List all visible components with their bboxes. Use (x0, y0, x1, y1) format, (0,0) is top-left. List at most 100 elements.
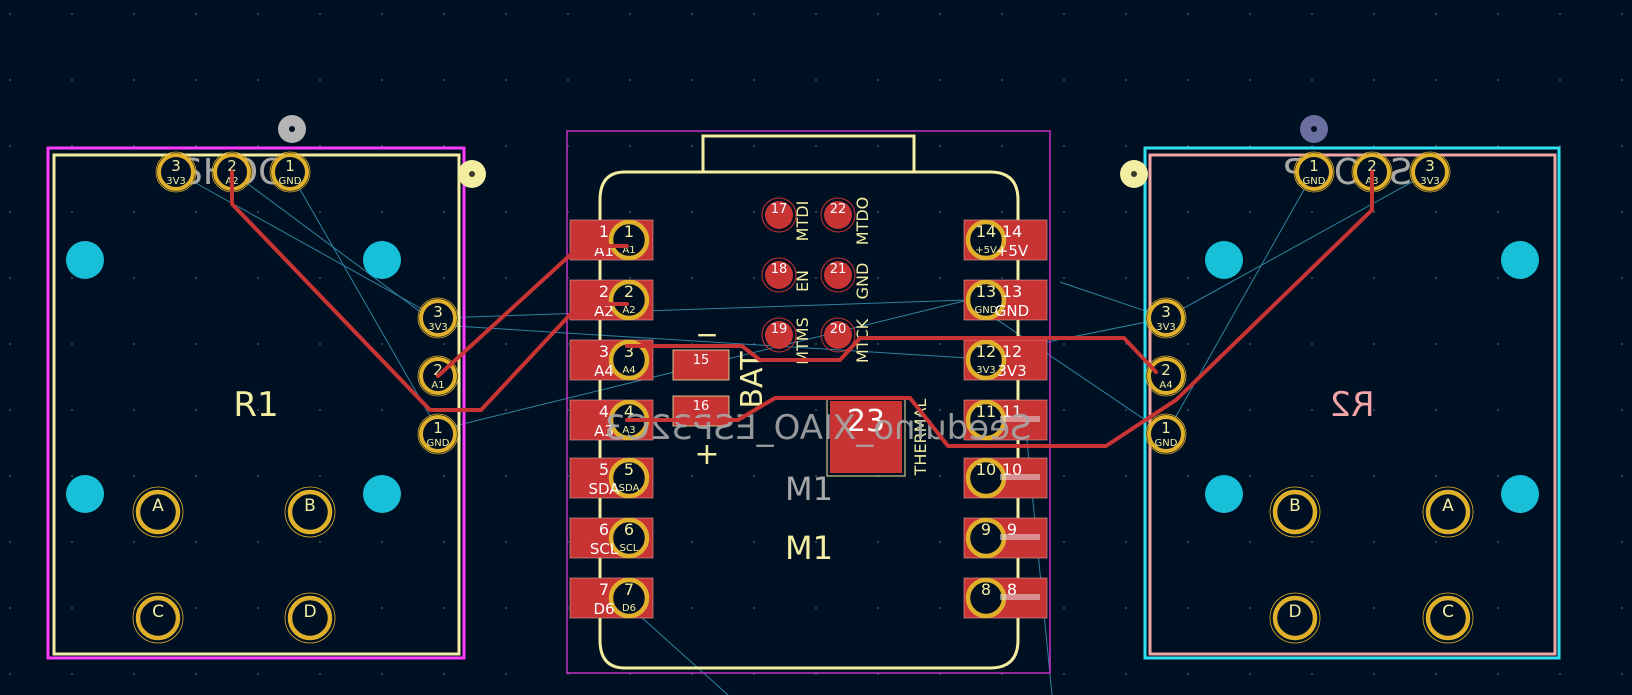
switch-pad-outline (132, 592, 184, 644)
m1-pin-net-label: +5V (975, 245, 997, 256)
pin-number: 2 (1161, 361, 1171, 379)
grid-dot (939, 211, 941, 213)
m1-jtag-left-label: MTMS (793, 317, 812, 365)
m1-pin-number: 5 (624, 460, 634, 479)
r1-reference-label: R1 (233, 385, 278, 425)
r1-switch-pad-b[interactable]: B (284, 486, 336, 538)
m1-pin-9[interactable]: 99 (963, 517, 1048, 559)
grid-dot (319, 475, 321, 477)
grid-dot (1311, 409, 1313, 411)
grid-dot (815, 475, 817, 477)
grid-dot (1621, 211, 1623, 213)
grid-dot (939, 541, 941, 543)
grid-dot (133, 343, 135, 345)
m1-thermal-pad[interactable] (830, 401, 902, 473)
grid-dot (877, 145, 879, 147)
r1-silkscreen-outline (52, 153, 461, 656)
m1-pad-number: 6 (599, 520, 609, 539)
grid-dot (9, 607, 11, 609)
grid-dot (195, 277, 197, 279)
grid-dot (1187, 409, 1189, 411)
grid-dot (443, 343, 445, 345)
m1-jtag-pad-22[interactable]: 22 (820, 197, 856, 233)
grid-dot (9, 541, 11, 543)
switch-pad-letter: A (152, 496, 164, 516)
r2-switch-pad-d[interactable]: D (1269, 592, 1321, 644)
switch-pad-outline (284, 486, 336, 538)
grid-dot (9, 145, 11, 147)
grid-dot (1063, 211, 1065, 213)
jtag-pad-fill (824, 261, 852, 289)
pin-ring (1147, 357, 1185, 395)
grid-dot (877, 211, 879, 213)
pin-outer-outline (1409, 151, 1451, 193)
m1-bat-pad-15[interactable] (672, 349, 730, 381)
m1-jtag-pad-21[interactable]: 21 (820, 257, 856, 293)
switch-pad-letter: A (1442, 496, 1454, 516)
grid-dot (257, 475, 259, 477)
pin-number: 2 (433, 361, 443, 379)
m1-pin-net-label: SDA (619, 483, 640, 494)
r2-side-pin-2[interactable]: 2A4 (1145, 355, 1187, 397)
pin-number: 3 (1425, 157, 1435, 175)
m1-jtag-pad-18[interactable]: 18 (761, 257, 797, 293)
r1-switch-pad-d[interactable]: D (284, 592, 336, 644)
grid-dot (1373, 277, 1375, 279)
switch-pad-ring (1272, 595, 1318, 641)
grid-dot (1187, 607, 1189, 609)
m1-jtag-pad-19[interactable]: 19 (761, 317, 797, 353)
m1-pad-tiny-text (1000, 474, 1040, 480)
r2-switch-pad-c[interactable]: C (1422, 592, 1474, 644)
grid-dot (753, 607, 755, 609)
grid-dot (257, 13, 259, 15)
switch-pad-ring (287, 595, 333, 641)
grid-dot (1621, 673, 1623, 675)
m1-pin-number: 6 (624, 520, 634, 539)
r2-switch-pad-b[interactable]: B (1269, 486, 1321, 538)
m1-pin-net-label: SCL (620, 543, 639, 554)
m1-jtag-pad-20[interactable]: 20 (820, 317, 856, 353)
grid-dot (319, 13, 321, 15)
grid-dot (1621, 475, 1623, 477)
jtag-pad-fill (765, 321, 793, 349)
jtag-pad-number: 17 (771, 202, 788, 217)
m1-pin-number: 2 (624, 282, 634, 301)
grid-dot (1311, 211, 1313, 213)
r2-switch-pad-a[interactable]: A (1422, 486, 1474, 538)
jtag-pad-fill (765, 261, 793, 289)
pin-net-label: GND (279, 176, 302, 187)
m1-pad-net-label: GND (995, 302, 1029, 320)
m1-pin-8[interactable]: 88 (963, 577, 1048, 619)
m1-jtag-pad-17[interactable]: 17 (761, 197, 797, 233)
m1-pin-number: 14 (976, 222, 996, 241)
grid-dot (9, 79, 11, 81)
r1-switch-pad-c[interactable]: C (132, 592, 184, 644)
r1-switch-pad-a[interactable]: A (132, 486, 184, 538)
pin-net-label: GND (1303, 176, 1326, 187)
m1-pin-number: 11 (976, 402, 996, 421)
grid-dot (195, 79, 197, 81)
